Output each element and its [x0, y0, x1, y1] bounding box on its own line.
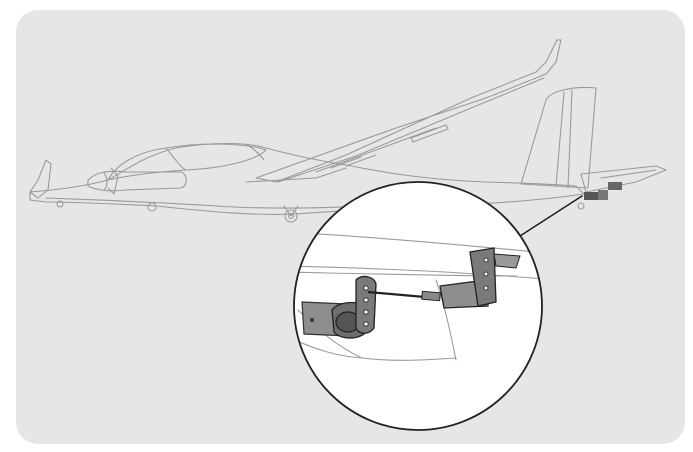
horn-hole-4: [363, 321, 369, 327]
detail-circle-bg: [294, 182, 542, 430]
diagram-frame: [16, 10, 685, 444]
wing-aileron-line: [315, 127, 437, 173]
vertical-fin: [520, 86, 597, 189]
tail-wheel: [577, 202, 585, 210]
wing-flap-line: [277, 77, 545, 183]
wing-spoiler: [410, 124, 449, 143]
glider-diagram: [29, 39, 667, 431]
main-wheel-hub: [287, 212, 295, 220]
canopy-frame: [165, 147, 187, 171]
control-horn: [469, 247, 497, 307]
fuselage-belly: [45, 197, 397, 209]
canopy: [107, 143, 267, 181]
tail-horn: [608, 182, 622, 190]
front-wheel: [147, 202, 157, 212]
propeller-hub: [103, 172, 108, 191]
tail-bracket: [598, 190, 608, 200]
tail-servo: [584, 192, 598, 200]
tail-servo-detail: [584, 182, 622, 200]
detail-circle-border: [293, 181, 543, 431]
detail-contents: [294, 231, 542, 361]
horn-hole-2: [363, 297, 369, 303]
nose-fin: [29, 159, 52, 199]
canopy-rear: [245, 143, 265, 161]
horn-hole-3: [363, 309, 369, 315]
detail-tail-underside: [435, 279, 457, 361]
wing-root: [245, 167, 347, 183]
mount-screw: [310, 318, 314, 322]
servo-horn: [355, 275, 377, 334]
detail-skin-seam: [294, 265, 542, 281]
main-wing: [255, 39, 562, 183]
rudder-line: [555, 89, 573, 189]
horn-hole-1: [363, 285, 369, 291]
leader-line: [519, 195, 583, 237]
pushrod-connector: [421, 290, 441, 302]
control-horn-hole-3: [483, 285, 489, 291]
wing-hinge: [330, 154, 377, 169]
main-wheel: [284, 209, 298, 223]
horizontal-stabilizer: [580, 165, 667, 193]
control-horn-hole-2: [483, 271, 489, 277]
nose-skid: [56, 200, 64, 208]
propeller-blade: [107, 167, 119, 195]
glider-outline: [29, 39, 667, 223]
hinge-plate: [493, 253, 521, 269]
elevator-line: [600, 169, 657, 179]
control-horn-hole-1: [483, 257, 489, 263]
motor-nacelle: [87, 170, 187, 192]
fuselage: [29, 142, 585, 215]
detail-magnifier: [293, 181, 543, 431]
main-gear-strut: [283, 205, 299, 217]
